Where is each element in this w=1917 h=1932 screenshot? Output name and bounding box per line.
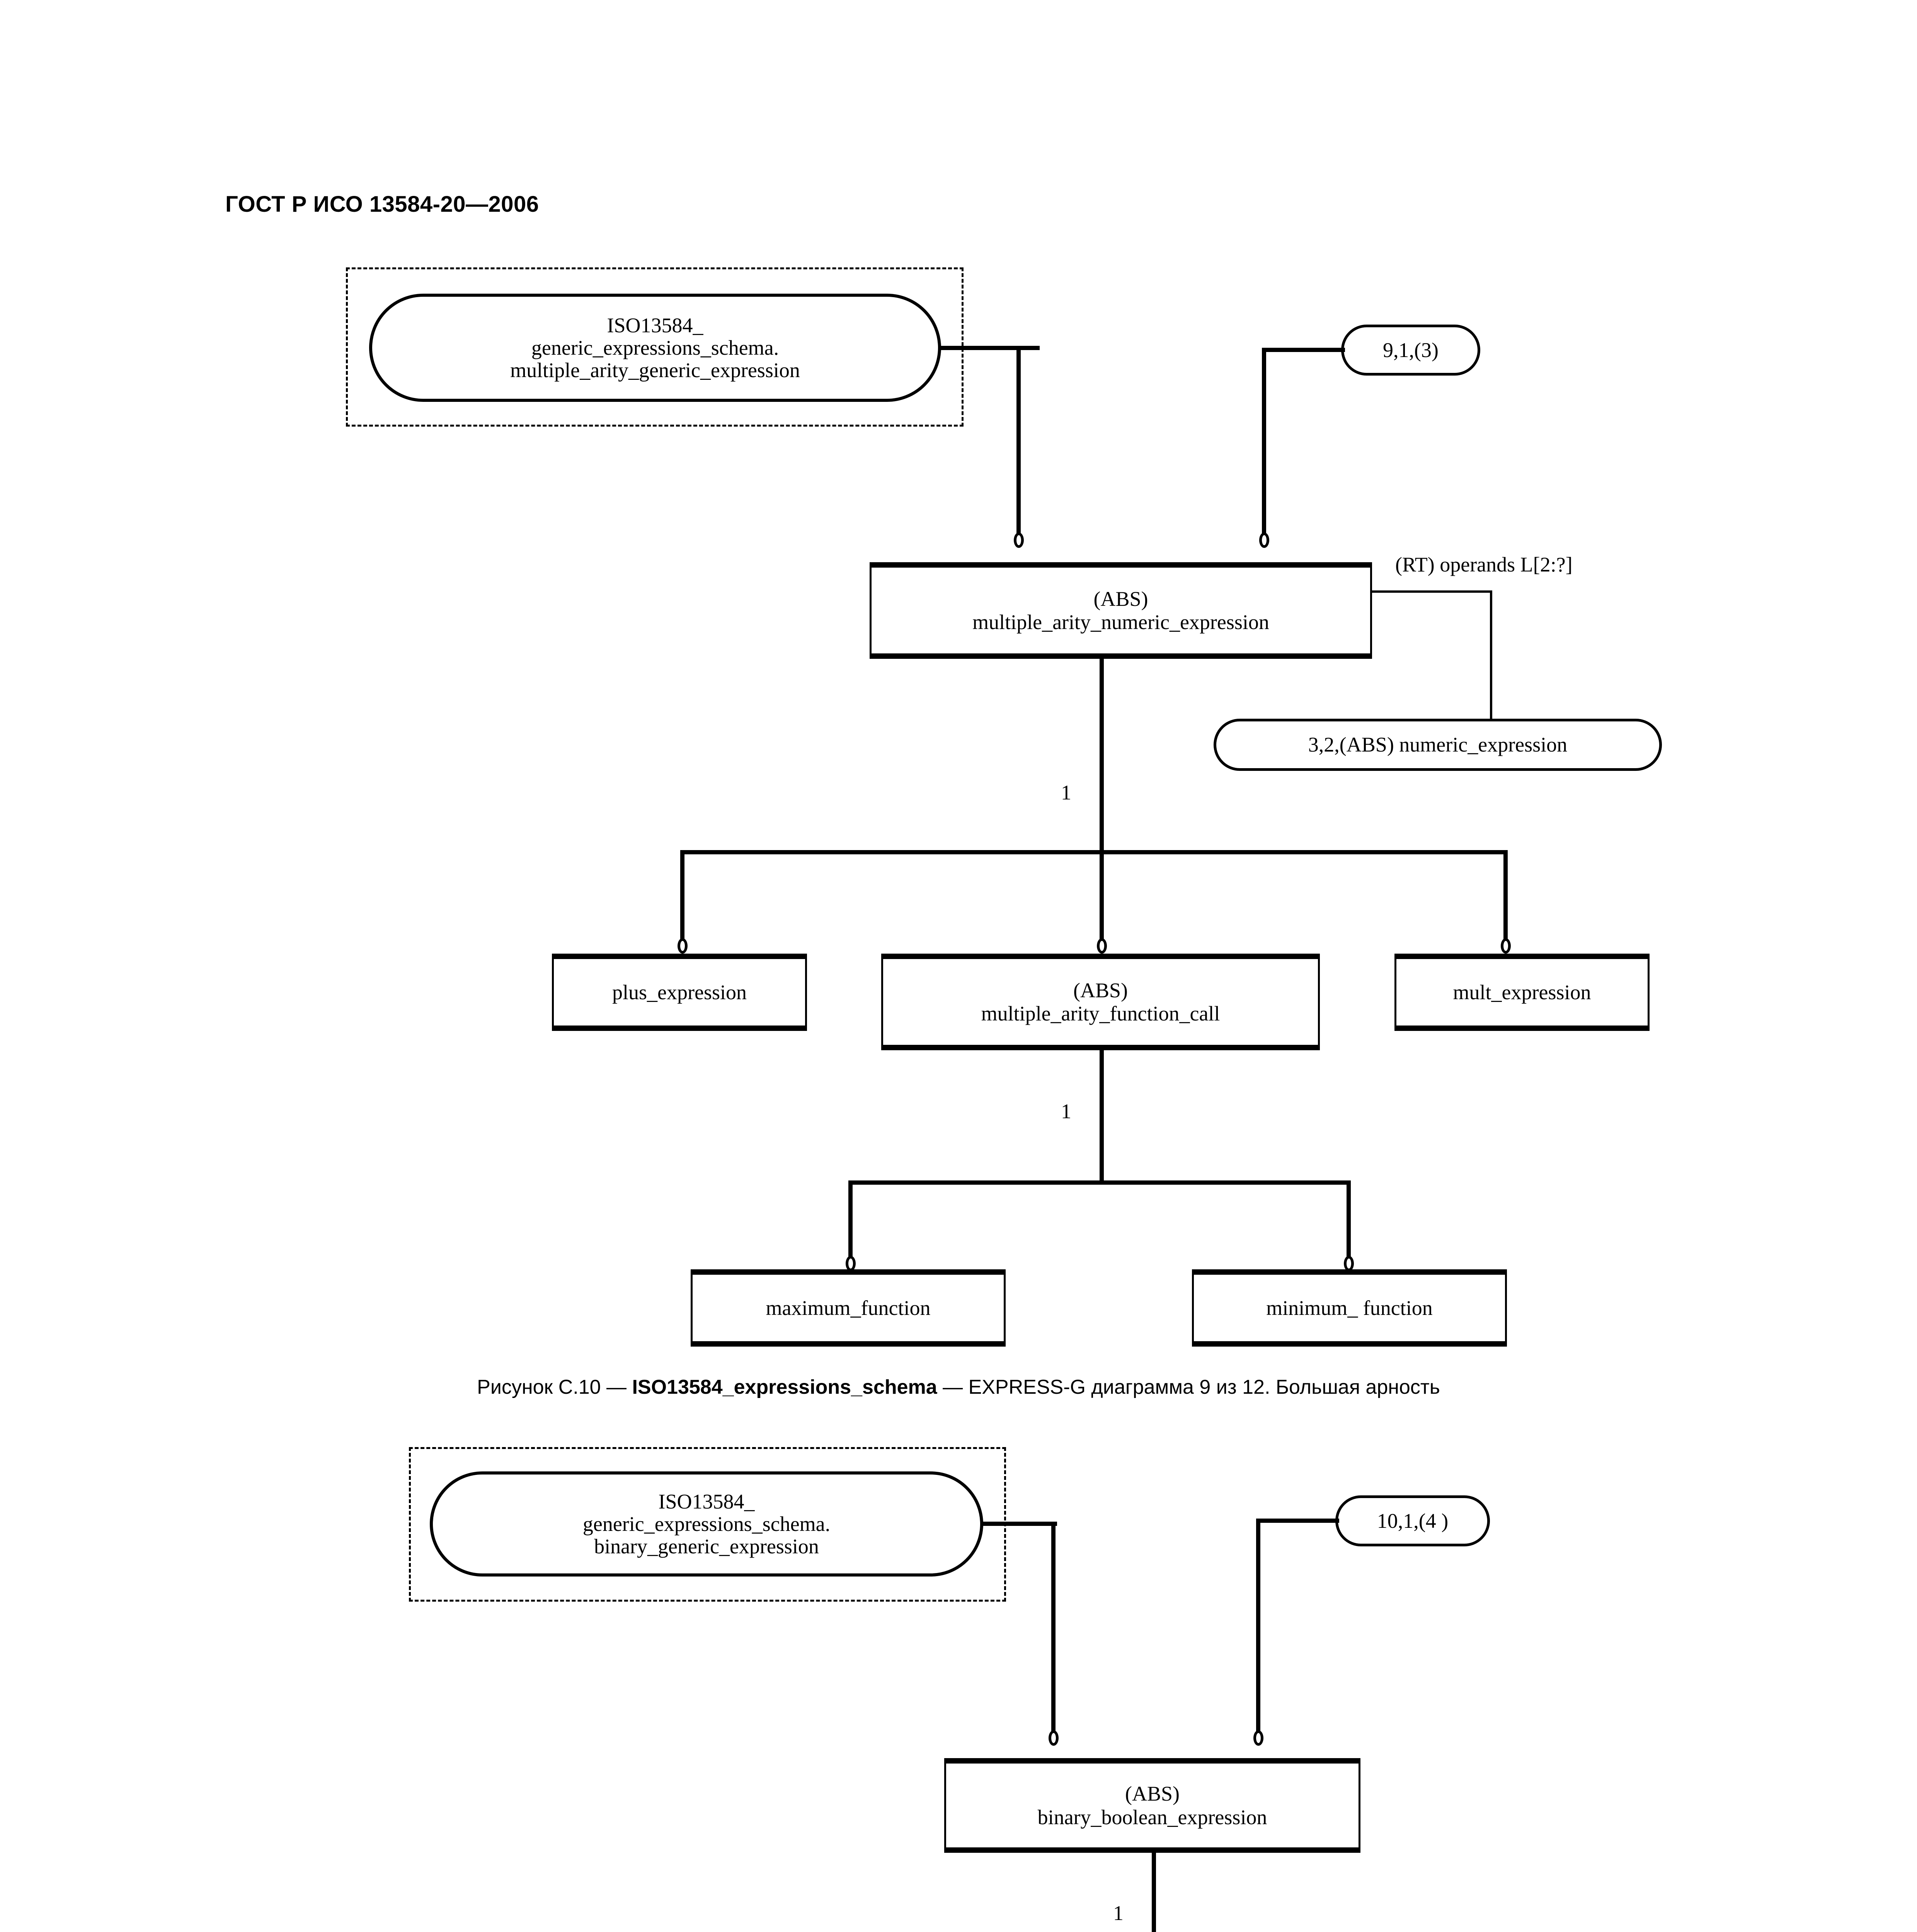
entity-name: multiple_arity_numeric_expression xyxy=(972,611,1269,634)
connector-circle-maximum xyxy=(846,1256,856,1271)
schema-ref-line3: binary_generic_expression xyxy=(594,1535,819,1558)
connector-circle-root-right xyxy=(1259,532,1269,548)
caption-schema-name: ISO13584_expressions_schema xyxy=(632,1376,937,1398)
entity-multiple-arity-numeric-expression[interactable]: (ABS) multiple_arity_numeric_expression xyxy=(870,562,1372,659)
schema-ref-line2: generic_expressions_schema. xyxy=(531,336,779,359)
entity-binary-boolean-expression[interactable]: (ABS) binary_boolean_expression xyxy=(944,1758,1360,1853)
schema-reference-node-c10[interactable]: ISO13584_ generic_expressions_schema. mu… xyxy=(369,294,941,402)
connector-drop-function-call xyxy=(1100,850,1104,945)
operands-relationship-label: (RT) operands L[2:?] xyxy=(1395,553,1573,576)
connector-pageref-to-root-h-c11 xyxy=(1256,1519,1339,1523)
entity-abs-marker: (ABS) xyxy=(1073,978,1128,1002)
connector-pageref-to-root-v-c11 xyxy=(1256,1519,1260,1738)
connector-drop-maximum xyxy=(848,1180,853,1262)
connector-schema-to-root-h xyxy=(939,346,1040,350)
connector-circle-function-call xyxy=(1097,938,1107,954)
entity-abs-marker: (ABS) xyxy=(1093,587,1148,611)
entity-maximum-function[interactable]: maximum_function xyxy=(691,1269,1006,1347)
schema-reference-node-c11[interactable]: ISO13584_ generic_expressions_schema. bi… xyxy=(430,1471,983,1577)
schema-ref-line3: multiple_arity_generic_expression xyxy=(510,359,800,382)
page-reference-node-9-1-3[interactable]: 9,1,(3) xyxy=(1341,325,1480,376)
connector-functioncall-to-tree-v xyxy=(1100,1050,1104,1184)
page-reference-label: 9,1,(3) xyxy=(1383,338,1439,362)
numeric-expression-ref-label: 3,2,(ABS) numeric_expression xyxy=(1308,733,1568,757)
connector-circle-root-left xyxy=(1014,532,1024,548)
entity-name: binary_boolean_expression xyxy=(1037,1805,1267,1829)
supertype-count-label-c10: 1 xyxy=(1061,781,1071,804)
entity-name: minimum_ function xyxy=(1266,1296,1433,1320)
connector-schema-to-root-v xyxy=(1016,346,1021,537)
entity-name: plus_expression xyxy=(612,980,747,1004)
entity-name: mult_expression xyxy=(1453,980,1591,1004)
connector-pageref-to-root-h xyxy=(1262,348,1345,352)
caption-prefix: Рисунок С.10 — xyxy=(477,1376,632,1398)
supertype-count-label-c11: 1 xyxy=(1113,1901,1124,1925)
entity-multiple-arity-function-call[interactable]: (ABS) multiple_arity_function_call xyxy=(881,954,1320,1050)
connector-pageref-to-root-v xyxy=(1262,348,1266,537)
connector-drop-minimum xyxy=(1347,1180,1351,1262)
connector-operands-v xyxy=(1490,590,1492,745)
entity-abs-marker: (ABS) xyxy=(1125,1782,1180,1806)
connector-root-to-tree-v xyxy=(1100,659,1104,854)
connector-drop-mult xyxy=(1503,850,1508,945)
entity-name: maximum_function xyxy=(766,1296,931,1320)
document-header: ГОСТ Р ИСО 13584-20—2006 xyxy=(225,192,539,217)
figure-caption-c10: Рисунок С.10 — ISO13584_expressions_sche… xyxy=(0,1376,1917,1399)
entity-minimum-function[interactable]: minimum_ function xyxy=(1192,1269,1507,1347)
connector-function-bar xyxy=(848,1180,1351,1185)
connector-operands-h xyxy=(1372,590,1492,593)
connector-drop-plus xyxy=(680,850,684,945)
page-reference-label: 10,1,(4 ) xyxy=(1377,1509,1449,1532)
function-call-count-label: 1 xyxy=(1061,1100,1071,1123)
entity-name: multiple_arity_function_call xyxy=(981,1002,1220,1025)
connector-circle-mult xyxy=(1501,938,1511,954)
connector-circle-root-right-c11 xyxy=(1253,1730,1263,1746)
schema-ref-line1: ISO13584_ xyxy=(607,313,703,337)
entity-mult-expression[interactable]: mult_expression xyxy=(1394,954,1650,1031)
schema-ref-line1: ISO13584_ xyxy=(658,1490,755,1513)
connector-subtype-bar-c10 xyxy=(680,850,1503,854)
connector-schema-to-root-v-c11 xyxy=(1051,1522,1056,1738)
connector-circle-minimum xyxy=(1344,1256,1354,1271)
page-reference-node-10-1-4[interactable]: 10,1,(4 ) xyxy=(1335,1495,1490,1546)
connector-circle-plus xyxy=(678,938,688,954)
entity-plus-expression[interactable]: plus_expression xyxy=(552,954,807,1031)
connector-circle-root-left-c11 xyxy=(1049,1730,1059,1746)
connector-schema-to-root-h-c11 xyxy=(982,1522,1057,1526)
caption-suffix: — EXPRESS-G диаграмма 9 из 12. Большая а… xyxy=(937,1376,1440,1398)
connector-root-to-tree-v-c11 xyxy=(1152,1853,1156,1932)
schema-ref-line2: generic_expressions_schema. xyxy=(582,1512,831,1536)
page-reference-node-numeric-expression[interactable]: 3,2,(ABS) numeric_expression xyxy=(1214,719,1662,771)
